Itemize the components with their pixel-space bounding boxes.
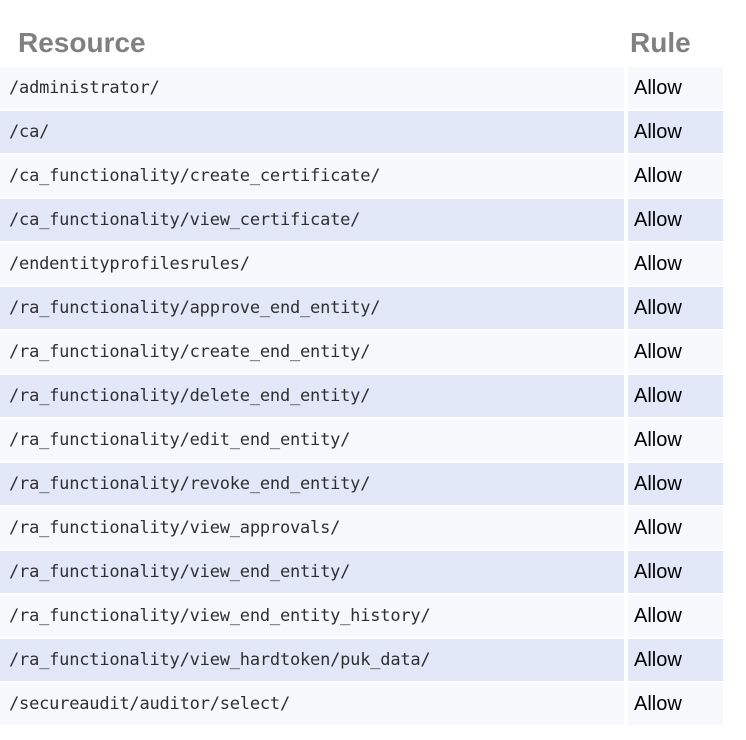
cell-rule: Allow bbox=[628, 111, 723, 153]
cell-rule: Allow bbox=[628, 419, 723, 461]
cell-resource: /ca/ bbox=[0, 111, 624, 153]
column-divider bbox=[624, 507, 628, 549]
cell-resource: /ca_functionality/create_certificate/ bbox=[0, 155, 624, 197]
table-row[interactable]: /ra_functionality/create_end_entity/Allo… bbox=[0, 331, 746, 373]
cell-rule: Allow bbox=[628, 639, 723, 681]
cell-resource: /endentityprofilesrules/ bbox=[0, 243, 624, 285]
cell-resource: /ra_functionality/view_end_entity/ bbox=[0, 551, 624, 593]
table-row[interactable]: /ca_functionality/create_certificate/All… bbox=[0, 155, 746, 197]
column-divider bbox=[624, 155, 628, 197]
cell-resource: /ra_functionality/create_end_entity/ bbox=[0, 331, 624, 373]
cell-rule: Allow bbox=[628, 683, 723, 725]
table-row[interactable]: /ra_functionality/delete_end_entity/Allo… bbox=[0, 375, 746, 417]
cell-resource: /ra_functionality/delete_end_entity/ bbox=[0, 375, 624, 417]
column-divider bbox=[624, 639, 628, 681]
cell-rule: Allow bbox=[628, 463, 723, 505]
cell-resource: /ra_functionality/view_end_entity_histor… bbox=[0, 595, 624, 637]
cell-rule: Allow bbox=[628, 375, 723, 417]
cell-rule: Allow bbox=[628, 287, 723, 329]
table-row[interactable]: /ra_functionality/view_end_entity_histor… bbox=[0, 595, 746, 637]
column-divider bbox=[624, 287, 628, 329]
cell-resource: /secureaudit/auditor/select/ bbox=[0, 683, 624, 725]
cell-rule: Allow bbox=[628, 199, 723, 241]
table-row[interactable]: /secureaudit/auditor/select/Allow bbox=[0, 683, 746, 725]
column-header-rule[interactable]: Rule bbox=[630, 27, 691, 58]
cell-rule: Allow bbox=[628, 243, 723, 285]
table-header-row: Resource Rule bbox=[0, 0, 746, 67]
column-divider bbox=[624, 111, 628, 153]
cell-rule: Allow bbox=[628, 67, 723, 109]
cell-resource: /ra_functionality/revoke_end_entity/ bbox=[0, 463, 624, 505]
column-divider bbox=[624, 331, 628, 373]
column-divider bbox=[624, 463, 628, 505]
table-row[interactable]: /ra_functionality/approve_end_entity/All… bbox=[0, 287, 746, 329]
cell-resource: /ra_functionality/edit_end_entity/ bbox=[0, 419, 624, 461]
table-row[interactable]: /administrator/Allow bbox=[0, 67, 746, 109]
column-divider bbox=[624, 67, 628, 109]
cell-resource: /ra_functionality/approve_end_entity/ bbox=[0, 287, 624, 329]
column-divider bbox=[624, 375, 628, 417]
table-row[interactable]: /ra_functionality/edit_end_entity/Allow bbox=[0, 419, 746, 461]
column-divider bbox=[624, 243, 628, 285]
table-row[interactable]: /ca_functionality/view_certificate/Allow bbox=[0, 199, 746, 241]
cell-rule: Allow bbox=[628, 595, 723, 637]
table-row[interactable]: /ra_functionality/view_end_entity/Allow bbox=[0, 551, 746, 593]
table-row[interactable]: /endentityprofilesrules/Allow bbox=[0, 243, 746, 285]
table-row[interactable]: /ra_functionality/view_approvals/Allow bbox=[0, 507, 746, 549]
cell-resource: /ra_functionality/view_approvals/ bbox=[0, 507, 624, 549]
column-header-resource[interactable]: Resource bbox=[18, 27, 146, 58]
column-divider bbox=[624, 199, 628, 241]
column-divider bbox=[624, 419, 628, 461]
table-body: /administrator/Allow/ca/Allow/ca_functio… bbox=[0, 67, 746, 727]
cell-resource: /administrator/ bbox=[0, 67, 624, 109]
cell-resource: /ca_functionality/view_certificate/ bbox=[0, 199, 624, 241]
cell-rule: Allow bbox=[628, 507, 723, 549]
table-row[interactable]: /ra_functionality/view_hardtoken/puk_dat… bbox=[0, 639, 746, 681]
cell-resource: /ra_functionality/view_hardtoken/puk_dat… bbox=[0, 639, 624, 681]
column-divider bbox=[624, 595, 628, 637]
column-divider bbox=[624, 551, 628, 593]
column-divider bbox=[624, 683, 628, 725]
cell-rule: Allow bbox=[628, 331, 723, 373]
cell-rule: Allow bbox=[628, 155, 723, 197]
table-row[interactable]: /ra_functionality/revoke_end_entity/Allo… bbox=[0, 463, 746, 505]
table-row[interactable]: /ca/Allow bbox=[0, 111, 746, 153]
cell-rule: Allow bbox=[628, 551, 723, 593]
